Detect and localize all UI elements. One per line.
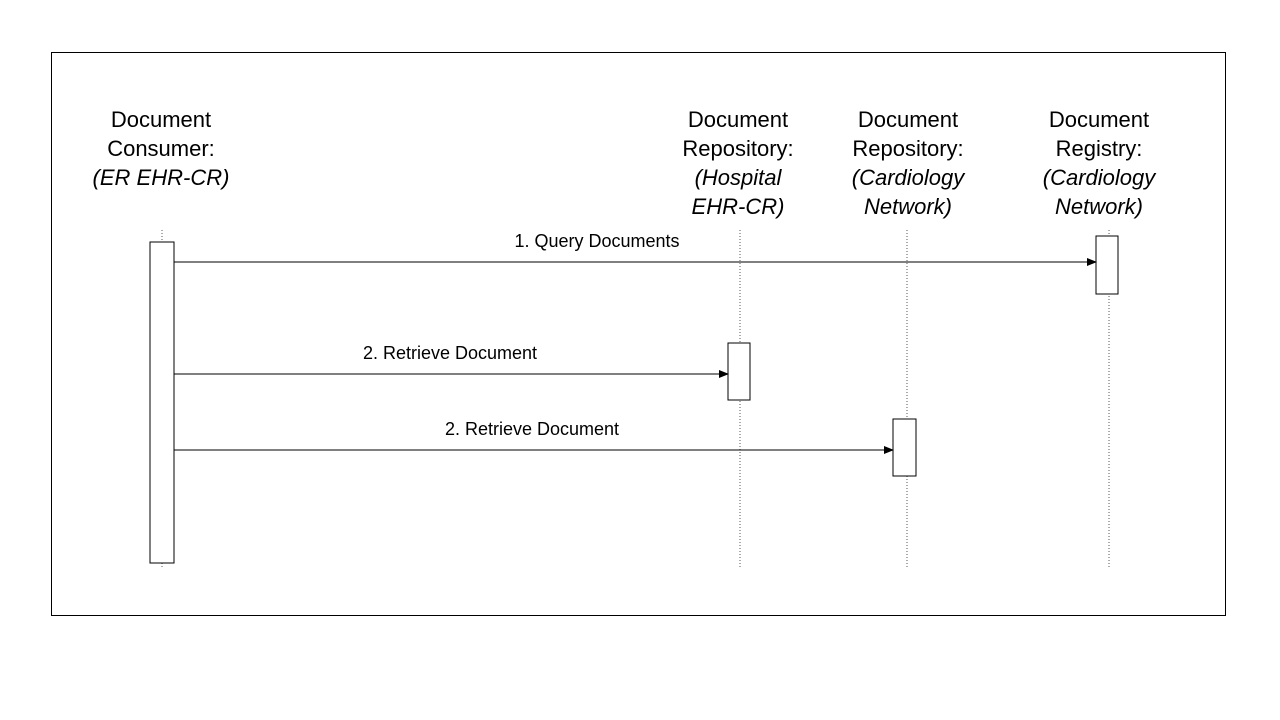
actor-name-line: Repository: xyxy=(682,136,794,161)
actor-name-line: Repository: xyxy=(852,136,964,161)
actor-name-line: Document xyxy=(110,107,212,132)
actor-document-registry: Document Registry: (Cardiology Network) xyxy=(1043,105,1156,221)
actor-name-line: Registry: xyxy=(1055,136,1143,161)
message-label-query-documents: 1. Query Documents xyxy=(514,231,680,251)
actor-role-line: Network) xyxy=(863,194,952,219)
actor-role-line: (ER EHR-CR) xyxy=(92,165,230,190)
actor-role-line: (Cardiology xyxy=(1042,165,1156,190)
message-label-retrieve-cardiology: 2. Retrieve Document xyxy=(444,419,620,439)
actor-name-line: Document xyxy=(687,107,789,132)
actor-role-line: (Hospital xyxy=(694,165,782,190)
actor-document-repository-hospital: Document Repository: (Hospital EHR-CR) xyxy=(682,105,793,221)
actor-document-repository-cardiology: Document Repository: (Cardiology Network… xyxy=(852,105,965,221)
activation-document-registry xyxy=(1095,235,1119,295)
actor-name-line: Document xyxy=(1048,107,1150,132)
actor-name-line: Consumer: xyxy=(107,136,215,161)
actor-name-line: Document xyxy=(857,107,959,132)
activation-document-repository-hospital xyxy=(727,342,751,401)
diagram-frame xyxy=(51,52,1226,616)
actor-role-line: (Cardiology xyxy=(851,165,965,190)
actor-role-line: Network) xyxy=(1054,194,1143,219)
message-label-retrieve-hospital: 2. Retrieve Document xyxy=(362,343,538,363)
activation-document-consumer xyxy=(149,241,175,564)
actor-role-line: EHR-CR) xyxy=(691,194,785,219)
actor-document-consumer: Document Consumer: (ER EHR-CR) xyxy=(93,105,230,192)
activation-document-repository-cardiology xyxy=(892,418,917,477)
